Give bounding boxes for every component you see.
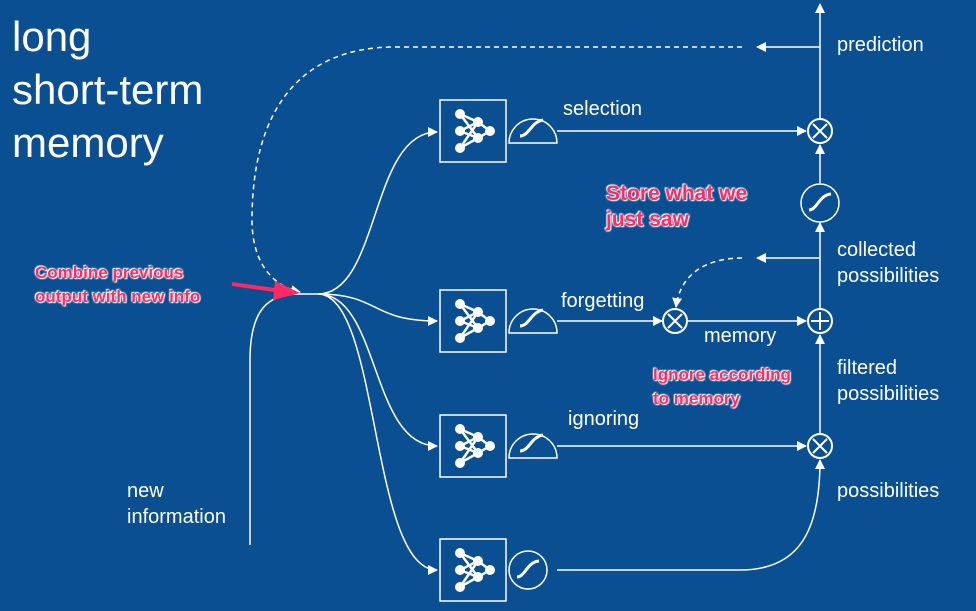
fan-candidate xyxy=(317,293,438,575)
squash-icon-output xyxy=(799,182,841,224)
add-icon-memory xyxy=(807,308,833,334)
annotation-store-2: just saw xyxy=(606,208,689,231)
label-selection: selection xyxy=(563,98,642,120)
label-new-2: information xyxy=(127,506,226,528)
network-icon-selection xyxy=(438,98,508,164)
multiply-icon-forgetting xyxy=(662,308,688,334)
title-line-2: short-term xyxy=(12,66,204,113)
network-icon-ignoring xyxy=(438,413,508,479)
label-memory: memory xyxy=(704,325,777,347)
fan-selection xyxy=(317,127,438,295)
label-forgetting: forgetting xyxy=(561,290,645,312)
annotation-store-1: Store what we xyxy=(606,182,748,205)
label-filtered-2: possibilities xyxy=(837,383,940,405)
annotation-ignore-2: to memory xyxy=(653,389,740,408)
label-ignoring: ignoring xyxy=(568,408,640,430)
title-line-3: memory xyxy=(12,119,164,166)
candidate-output xyxy=(557,459,825,571)
connections xyxy=(231,3,825,575)
label-filtered-1: filtered xyxy=(837,357,898,379)
multiply-icon-selection xyxy=(807,118,833,144)
network-icon-forgetting xyxy=(438,288,508,354)
label-collected-1: collected xyxy=(837,239,916,261)
label-prediction: prediction xyxy=(837,34,924,56)
label-possibilities: possibilities xyxy=(837,480,940,502)
label-collected-2: possibilities xyxy=(837,265,940,287)
annotation-combine-1: Combine previous xyxy=(35,263,184,282)
squash-icon-selection xyxy=(507,117,559,145)
squash-icon-ignoring xyxy=(507,432,559,460)
memory-feedback xyxy=(672,257,743,308)
label-new-1: new xyxy=(127,480,164,502)
annotation-ignore-1: Ignore according xyxy=(653,365,791,384)
fan-ignoring xyxy=(317,293,438,451)
annotation-arrow-head xyxy=(273,281,300,300)
multiply-icon-ignoring xyxy=(807,433,833,459)
annotation-combine-2: output with new info xyxy=(35,287,201,306)
feedback-line xyxy=(251,46,742,295)
network-icon-candidate xyxy=(438,537,508,603)
fan-forgetting xyxy=(317,293,438,326)
title-line-1: long xyxy=(12,13,92,60)
squash-icon-candidate xyxy=(507,549,549,591)
input-line xyxy=(249,293,299,545)
squash-icon-forgetting xyxy=(507,307,559,335)
